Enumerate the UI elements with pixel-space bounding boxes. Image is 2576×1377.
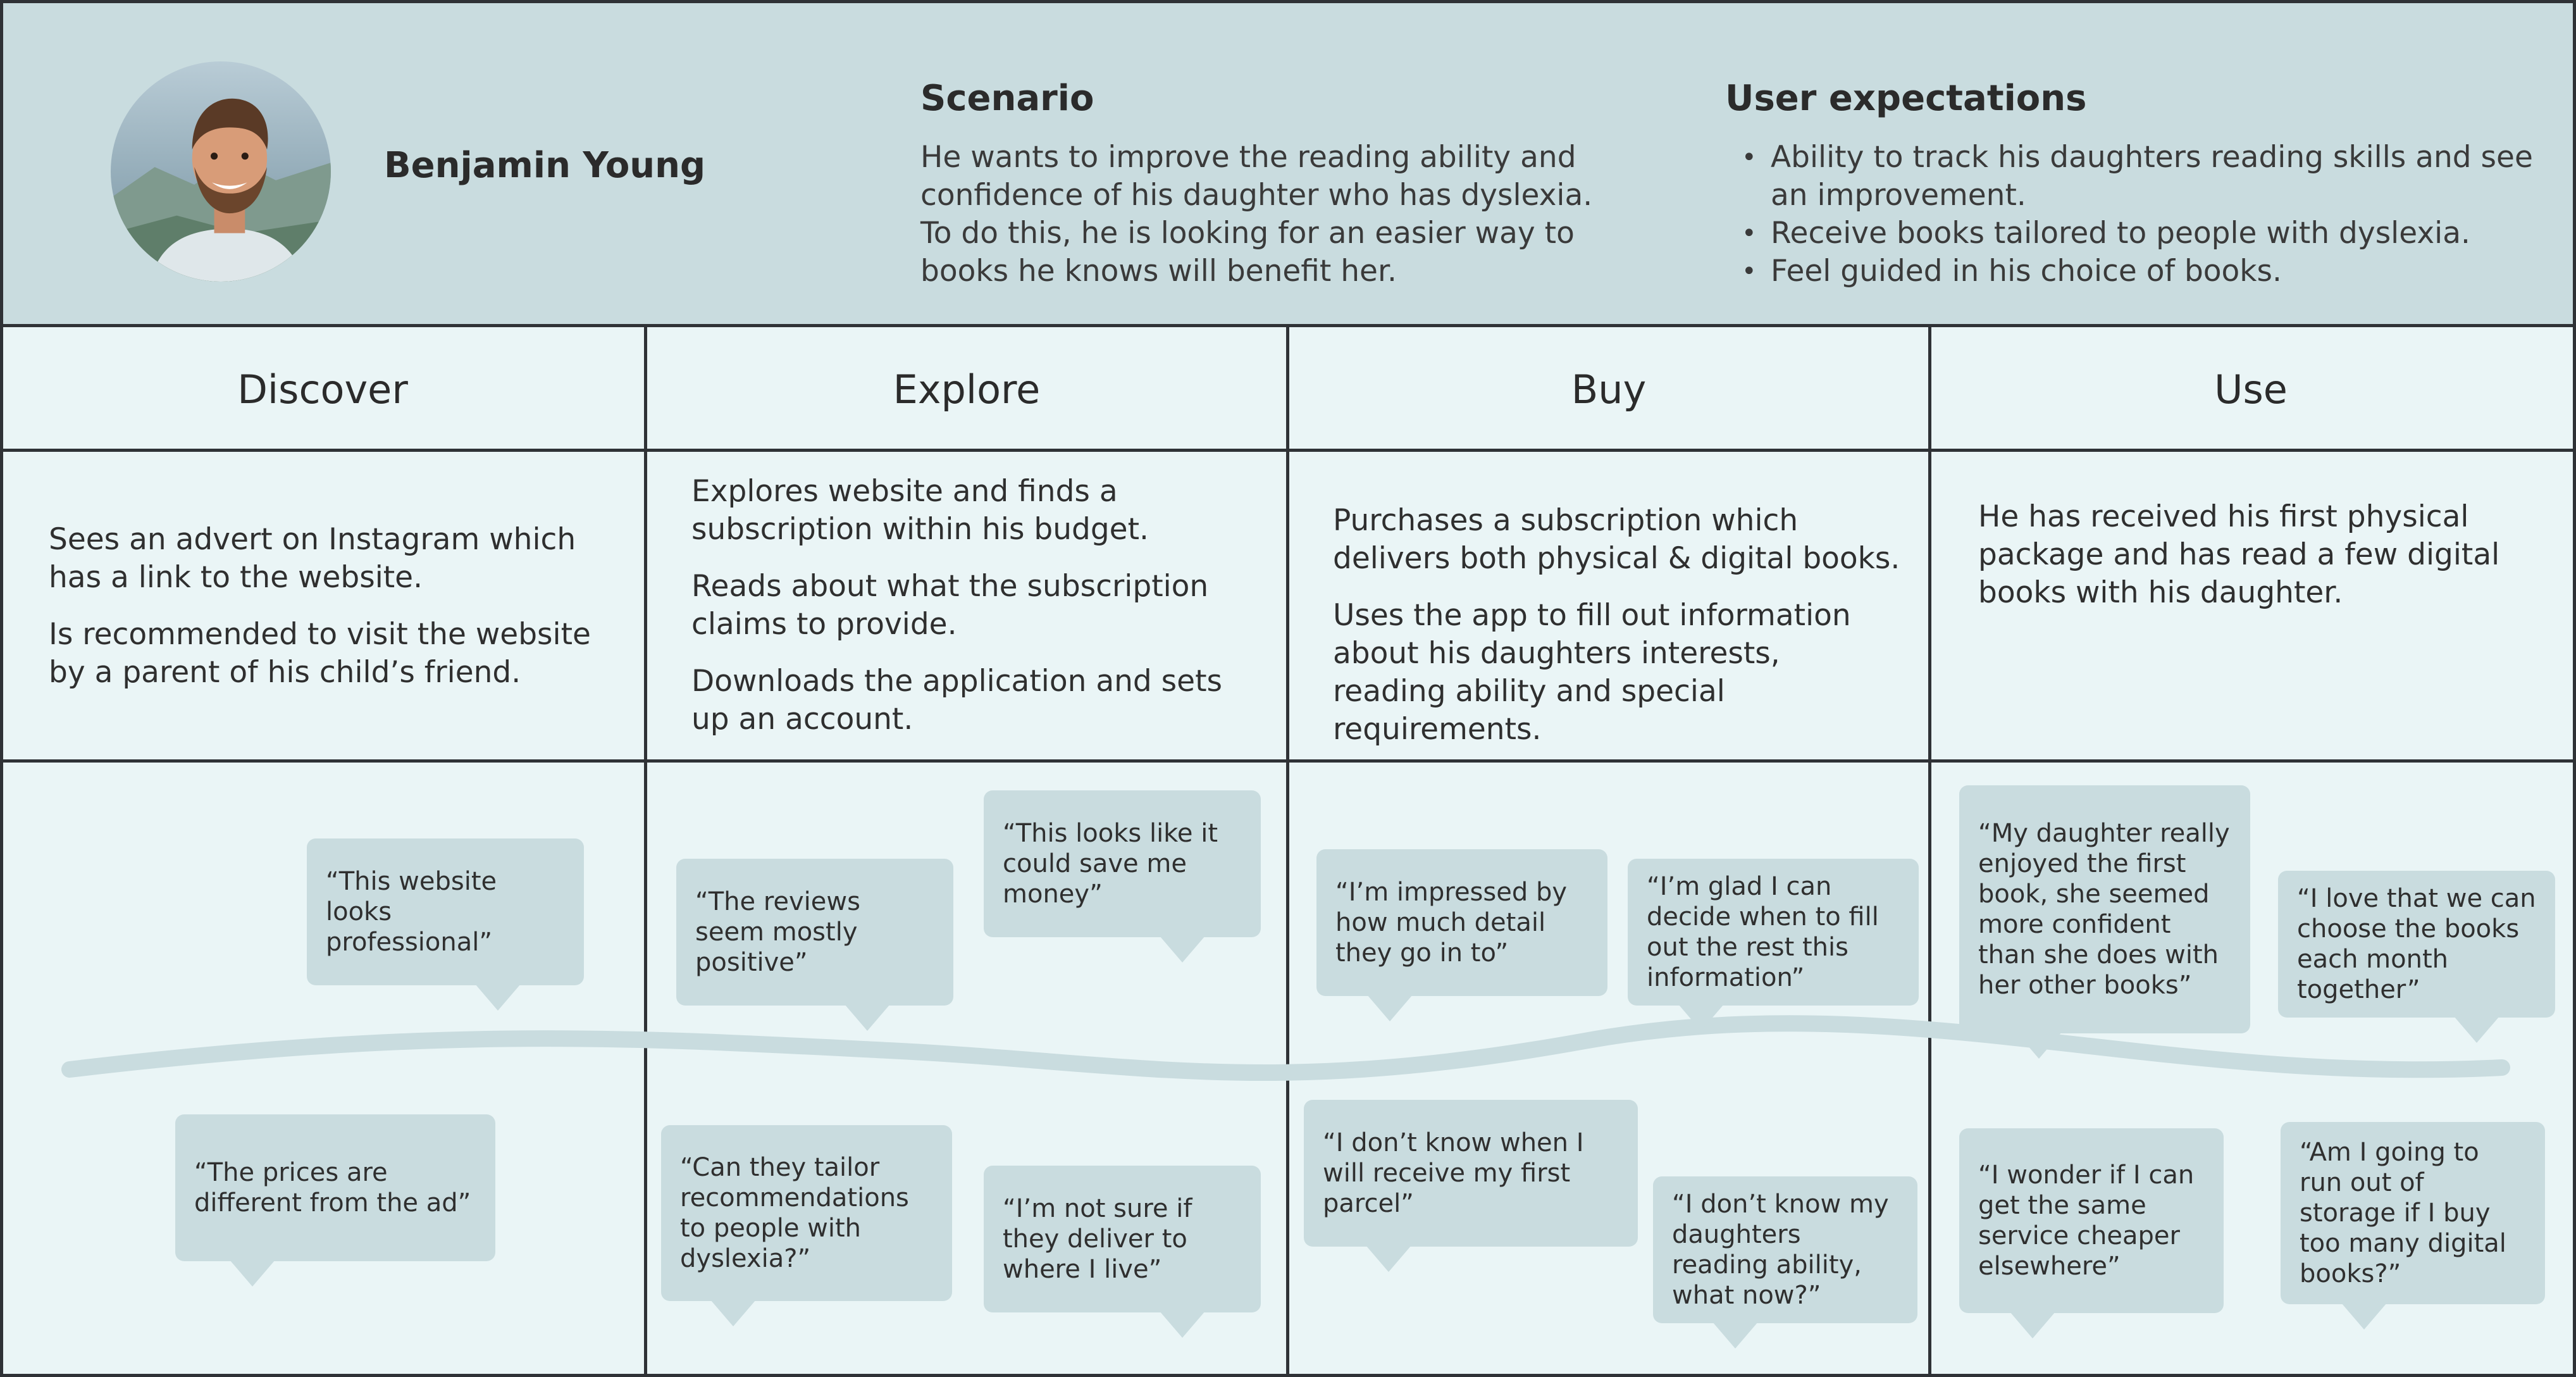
persona-name: Benjamin Young: [384, 145, 706, 186]
stage-title-use: Use: [2214, 366, 2288, 413]
stage-paragraph: Purchases a subscription which delivers …: [1333, 503, 1900, 576]
scenario-text: He wants to improve the reading ability …: [920, 139, 1680, 290]
quote-bubble: “I’m impressed by how much detail they g…: [1316, 849, 1607, 1021]
expectation-item: Ability to track his daughters reading s…: [1742, 139, 2551, 215]
scenario-title: Scenario: [920, 78, 1094, 119]
stage-desc-buy: Purchases a subscription which delivers …: [1333, 502, 1902, 768]
expectation-item: Receive books tailored to people with dy…: [1742, 215, 2551, 252]
stage-desc-explore: Explores website and finds a subscriptio…: [691, 473, 1261, 757]
quote-bubble: “This looks like it could save me money”: [984, 790, 1261, 963]
stage-title-buy: Buy: [1571, 366, 1647, 413]
quote-text: “I wonder if I can get the same service …: [1978, 1161, 2195, 1281]
stage-paragraph: Is recommended to visit the website by a…: [49, 617, 591, 690]
row-divider: [3, 759, 2573, 763]
stage-paragraph: Uses the app to fill out information abo…: [1333, 598, 1851, 747]
quote-text: “I love that we can choose the books eac…: [2297, 884, 2536, 1004]
quote-text: “Am I going to run out of storage if I b…: [2300, 1138, 2506, 1288]
persona-header: Benjamin Young Scenario He wants to impr…: [3, 3, 2573, 327]
quote-bubble: “Am I going to run out of storage if I b…: [2281, 1122, 2545, 1330]
stage-desc-discover: Sees an advert on Instagram which has a …: [49, 521, 618, 711]
quote-text: “I don’t know my daughters reading abili…: [1672, 1190, 1889, 1310]
column-divider: [1286, 327, 1289, 1374]
quote-bubble: “The prices are different from the ad”: [175, 1114, 495, 1287]
quote-bubble: “I don’t know when I will receive my fir…: [1304, 1100, 1638, 1272]
quote-bubble: “The reviews seem mostly positive”: [676, 859, 953, 1031]
column-divider: [1928, 327, 1931, 1374]
quote-text: “Can they tailor recommendations to peop…: [680, 1153, 909, 1273]
quote-text: “I’m not sure if they deliver to where I…: [1003, 1194, 1192, 1284]
quote-bubble: “Can they tailor recommendations to peop…: [661, 1125, 952, 1326]
row-divider: [3, 449, 2573, 452]
quote-text: “This looks like it could save me money”: [1003, 819, 1218, 909]
quote-text: “My daughter really enjoyed the first bo…: [1978, 819, 2230, 1000]
expectation-item: Feel guided in his choice of books.: [1742, 252, 2551, 290]
quote-text: “I’m impressed by how much detail they g…: [1335, 878, 1568, 968]
person-portrait-icon: [111, 61, 331, 282]
quote-bubble: “I’m not sure if they deliver to where I…: [984, 1166, 1261, 1338]
scenario-line: To do this, he is looking for an easier …: [920, 216, 1575, 251]
expectations-list: Ability to track his daughters reading s…: [1742, 139, 2551, 290]
quote-bubble: “I wonder if I can get the same service …: [1959, 1128, 2224, 1338]
stage-paragraph: Sees an advert on Instagram which has a …: [49, 522, 576, 595]
stage-paragraph: He has received his first physical packa…: [1978, 499, 2500, 610]
quote-text: “I’m glad I can decide when to fill out …: [1647, 872, 1879, 992]
stage-paragraph: Downloads the application and sets up an…: [691, 664, 1223, 737]
quote-bubble: “My daughter really enjoyed the first bo…: [1959, 785, 2250, 1059]
stage-paragraph: Reads about what the subscription claims…: [691, 569, 1209, 642]
stage-title-discover: Discover: [237, 366, 408, 413]
stage-title-explore: Explore: [893, 366, 1041, 413]
expectations-title: User expectations: [1725, 78, 2087, 119]
quote-text: “I don’t know when I will receive my fir…: [1323, 1128, 1584, 1218]
quote-bubble: “I love that we can choose the books eac…: [2278, 871, 2555, 1043]
stage-paragraph: Explores website and finds a subscriptio…: [691, 474, 1149, 547]
quote-bubble: “I’m glad I can decide when to fill out …: [1628, 859, 1919, 1031]
column-divider: [644, 327, 647, 1374]
scenario-line: books he knows will benefit her.: [920, 254, 1397, 289]
quote-text: “This website looks professional”: [326, 867, 497, 957]
scenario-line: confidence of his daughter who has dysle…: [920, 178, 1593, 213]
quote-bubble: “This website looks professional”: [307, 838, 584, 1011]
stage-desc-use: He has received his first physical packa…: [1978, 498, 2535, 631]
quote-text: “The reviews seem mostly positive”: [695, 887, 860, 977]
scenario-line: He wants to improve the reading ability …: [920, 140, 1576, 175]
quote-text: “The prices are different from the ad”: [194, 1158, 471, 1218]
quote-bubble: “I don’t know my daughters reading abili…: [1653, 1176, 1917, 1349]
